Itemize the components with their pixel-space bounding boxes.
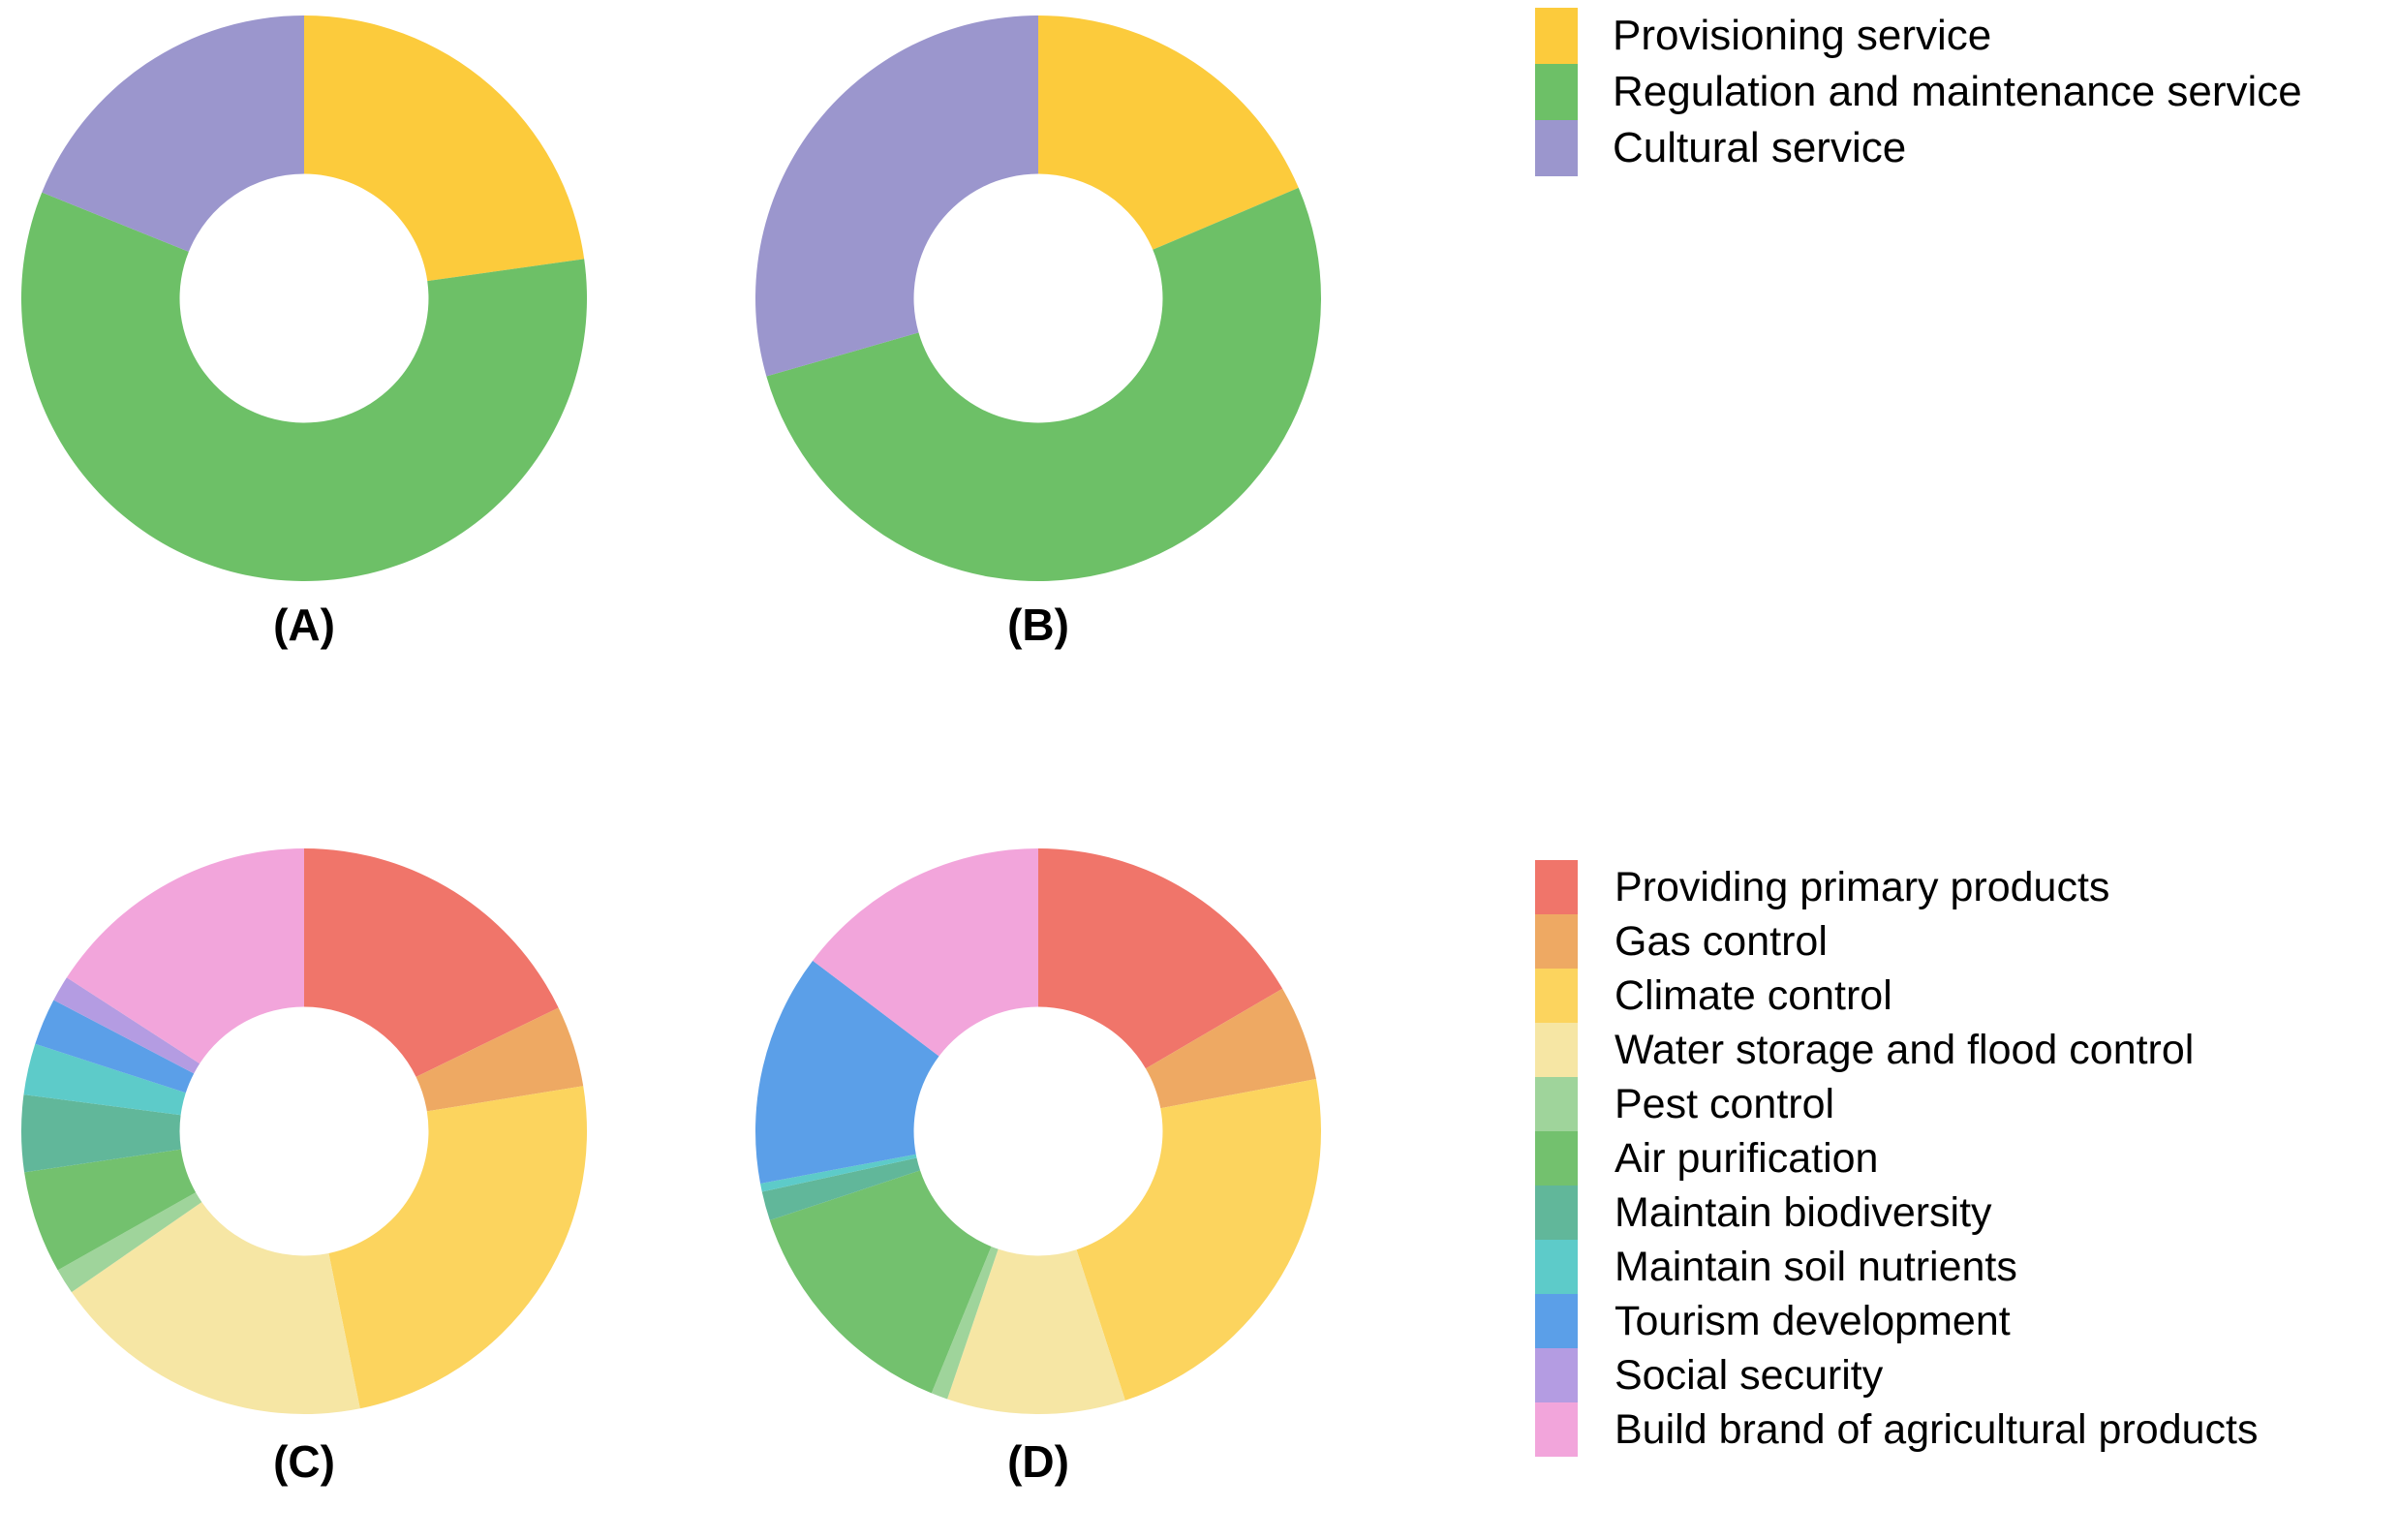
legend-subservices-swatches [1535, 860, 1578, 1457]
donut-slice[interactable] [304, 848, 559, 1077]
legend-swatch [1535, 1402, 1578, 1457]
donut-slice[interactable] [23, 1043, 186, 1116]
donut-slice[interactable] [71, 1202, 360, 1414]
donut-slice[interactable] [328, 1086, 587, 1409]
donut-c-svg [21, 848, 587, 1414]
donut-slice[interactable] [1038, 848, 1283, 1069]
legend-swatch [1535, 120, 1578, 176]
legend-swatch [1535, 969, 1578, 1023]
donut-slice[interactable] [1038, 15, 1299, 250]
legend-swatch [1535, 1131, 1578, 1186]
donut-slice[interactable] [24, 1149, 197, 1271]
legend-swatch [1535, 64, 1578, 120]
donut-chart-c: (C) [4, 843, 604, 1487]
donut-c-wrap [4, 843, 604, 1424]
donut-slice[interactable] [415, 1007, 584, 1112]
legend-swatch [1535, 1348, 1578, 1402]
donut-slice[interactable] [21, 1094, 181, 1173]
donut-slice[interactable] [760, 1154, 917, 1192]
legend-swatch [1535, 1294, 1578, 1348]
legend-label: Provisioning service [1613, 12, 1992, 59]
legend-label: Climate control [1615, 971, 1892, 1019]
donut-slice[interactable] [35, 1000, 195, 1093]
legend-swatch [1535, 914, 1578, 969]
donut-d-svg [755, 848, 1321, 1414]
donut-slice[interactable] [1076, 1078, 1321, 1401]
donut-slice[interactable] [755, 960, 939, 1185]
donut-a-svg [21, 15, 588, 581]
donut-slice[interactable] [66, 848, 304, 1064]
donut-slice[interactable] [931, 1246, 999, 1400]
donut-slice[interactable] [21, 192, 588, 581]
legend-label: Providing primary products [1615, 863, 2110, 910]
legend-label: Water storage and flood control [1615, 1026, 2195, 1073]
donut-slice[interactable] [813, 848, 1038, 1057]
legend-swatch [1535, 8, 1578, 64]
donut-b-wrap [738, 10, 1338, 591]
donut-slice[interactable] [1145, 988, 1316, 1109]
donut-chart-d: (D) [738, 843, 1338, 1487]
donut-slice[interactable] [755, 15, 1038, 377]
donut-slice[interactable] [53, 977, 200, 1074]
donut-slice[interactable] [947, 1248, 1125, 1414]
donut-slice[interactable] [769, 1170, 992, 1394]
legend-label: Gas control [1615, 917, 1828, 965]
donut-slice[interactable] [761, 1157, 921, 1220]
donut-chart-a: (A) [4, 10, 604, 650]
panel-label-b: (B) [1007, 600, 1069, 650]
donut-slice[interactable] [57, 1192, 202, 1293]
donut-slice[interactable] [304, 15, 585, 282]
legend-label: Maintain biodiversity [1615, 1188, 1992, 1236]
legend-label: Maintain soil nutrients [1615, 1243, 2017, 1290]
legend-swatch [1535, 1240, 1578, 1294]
donut-b-svg [755, 15, 1321, 581]
panel-label-d: (D) [1007, 1436, 1069, 1487]
legend-label: Cultural service [1613, 124, 1907, 171]
legend-label: Tourism development [1615, 1297, 2011, 1344]
legend-label: Build brand of agricultural products [1615, 1405, 2259, 1453]
donut-a-wrap [4, 10, 604, 591]
legend-label: Regulation and maintenance service [1613, 68, 2302, 115]
donut-slice[interactable] [42, 15, 304, 252]
legend-swatch [1535, 1023, 1578, 1077]
legend-swatch [1535, 1077, 1578, 1131]
legend-label: Pest control [1615, 1080, 1835, 1127]
legend-label: Social security [1615, 1351, 1884, 1399]
panel-label-c: (C) [273, 1436, 335, 1487]
donut-chart-b: (B) [738, 10, 1338, 650]
donut-slice[interactable] [766, 187, 1321, 581]
legend-label: Air purification [1615, 1134, 1879, 1182]
panel-label-a: (A) [273, 600, 335, 650]
legend-swatch [1535, 860, 1578, 914]
legend-services-swatches [1535, 8, 1578, 176]
donut-d-wrap [738, 843, 1338, 1424]
legend-swatch [1535, 1186, 1578, 1240]
